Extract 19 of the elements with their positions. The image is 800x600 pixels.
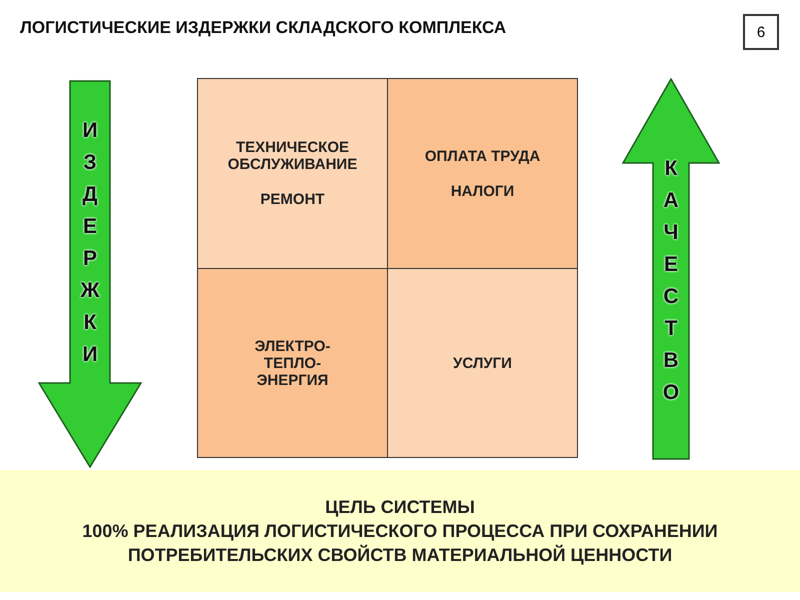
up-arrow: [622, 78, 720, 460]
goal-band: [0, 470, 800, 592]
cell-text: ЭЛЕКТРО- ТЕПЛО- ЭНЕРГИЯ: [254, 338, 332, 388]
cost-cell: [387, 78, 578, 269]
vertical-label: КАЧЕСТВО: [662, 156, 680, 406]
down-arrow: [38, 80, 142, 468]
slide-title: ЛОГИСТИЧЕСКИЕ ИЗДЕРЖКИ СКЛАДСКОГО КОМПЛЕКСА: [20, 18, 506, 38]
goal-heading: ЦЕЛЬ СИСТЕМЫ: [325, 496, 475, 519]
goal-text: 100% РЕАЛИЗАЦИЯ ЛОГИСТИЧЕСКОГО ПРОЦЕССА ПРИ СОХРАНЕНИИ ПОТРЕБИТЕЛЬСКИХ СВОЙСТВ МАТЕРИАЛЬНОЙ ЦЕННОСТИ: [81, 520, 719, 567]
cell-text: ТЕХНИЧЕСКОЕ ОБСЛУЖИВАНИЕ: [226, 139, 358, 173]
vertical-label: ИЗДЕРЖКИ: [80, 118, 100, 368]
cell-text: РЕМОНТ: [260, 191, 325, 208]
cell-text: НАЛОГИ: [450, 182, 514, 200]
cell-text: УСЛУГИ: [453, 354, 512, 372]
cell-text: ОПЛАТА ТРУДА: [424, 148, 540, 164]
cost-cell: [197, 78, 388, 269]
cost-cell: [387, 268, 578, 458]
cost-cell: [197, 268, 388, 458]
slide-number: 6: [743, 14, 779, 50]
